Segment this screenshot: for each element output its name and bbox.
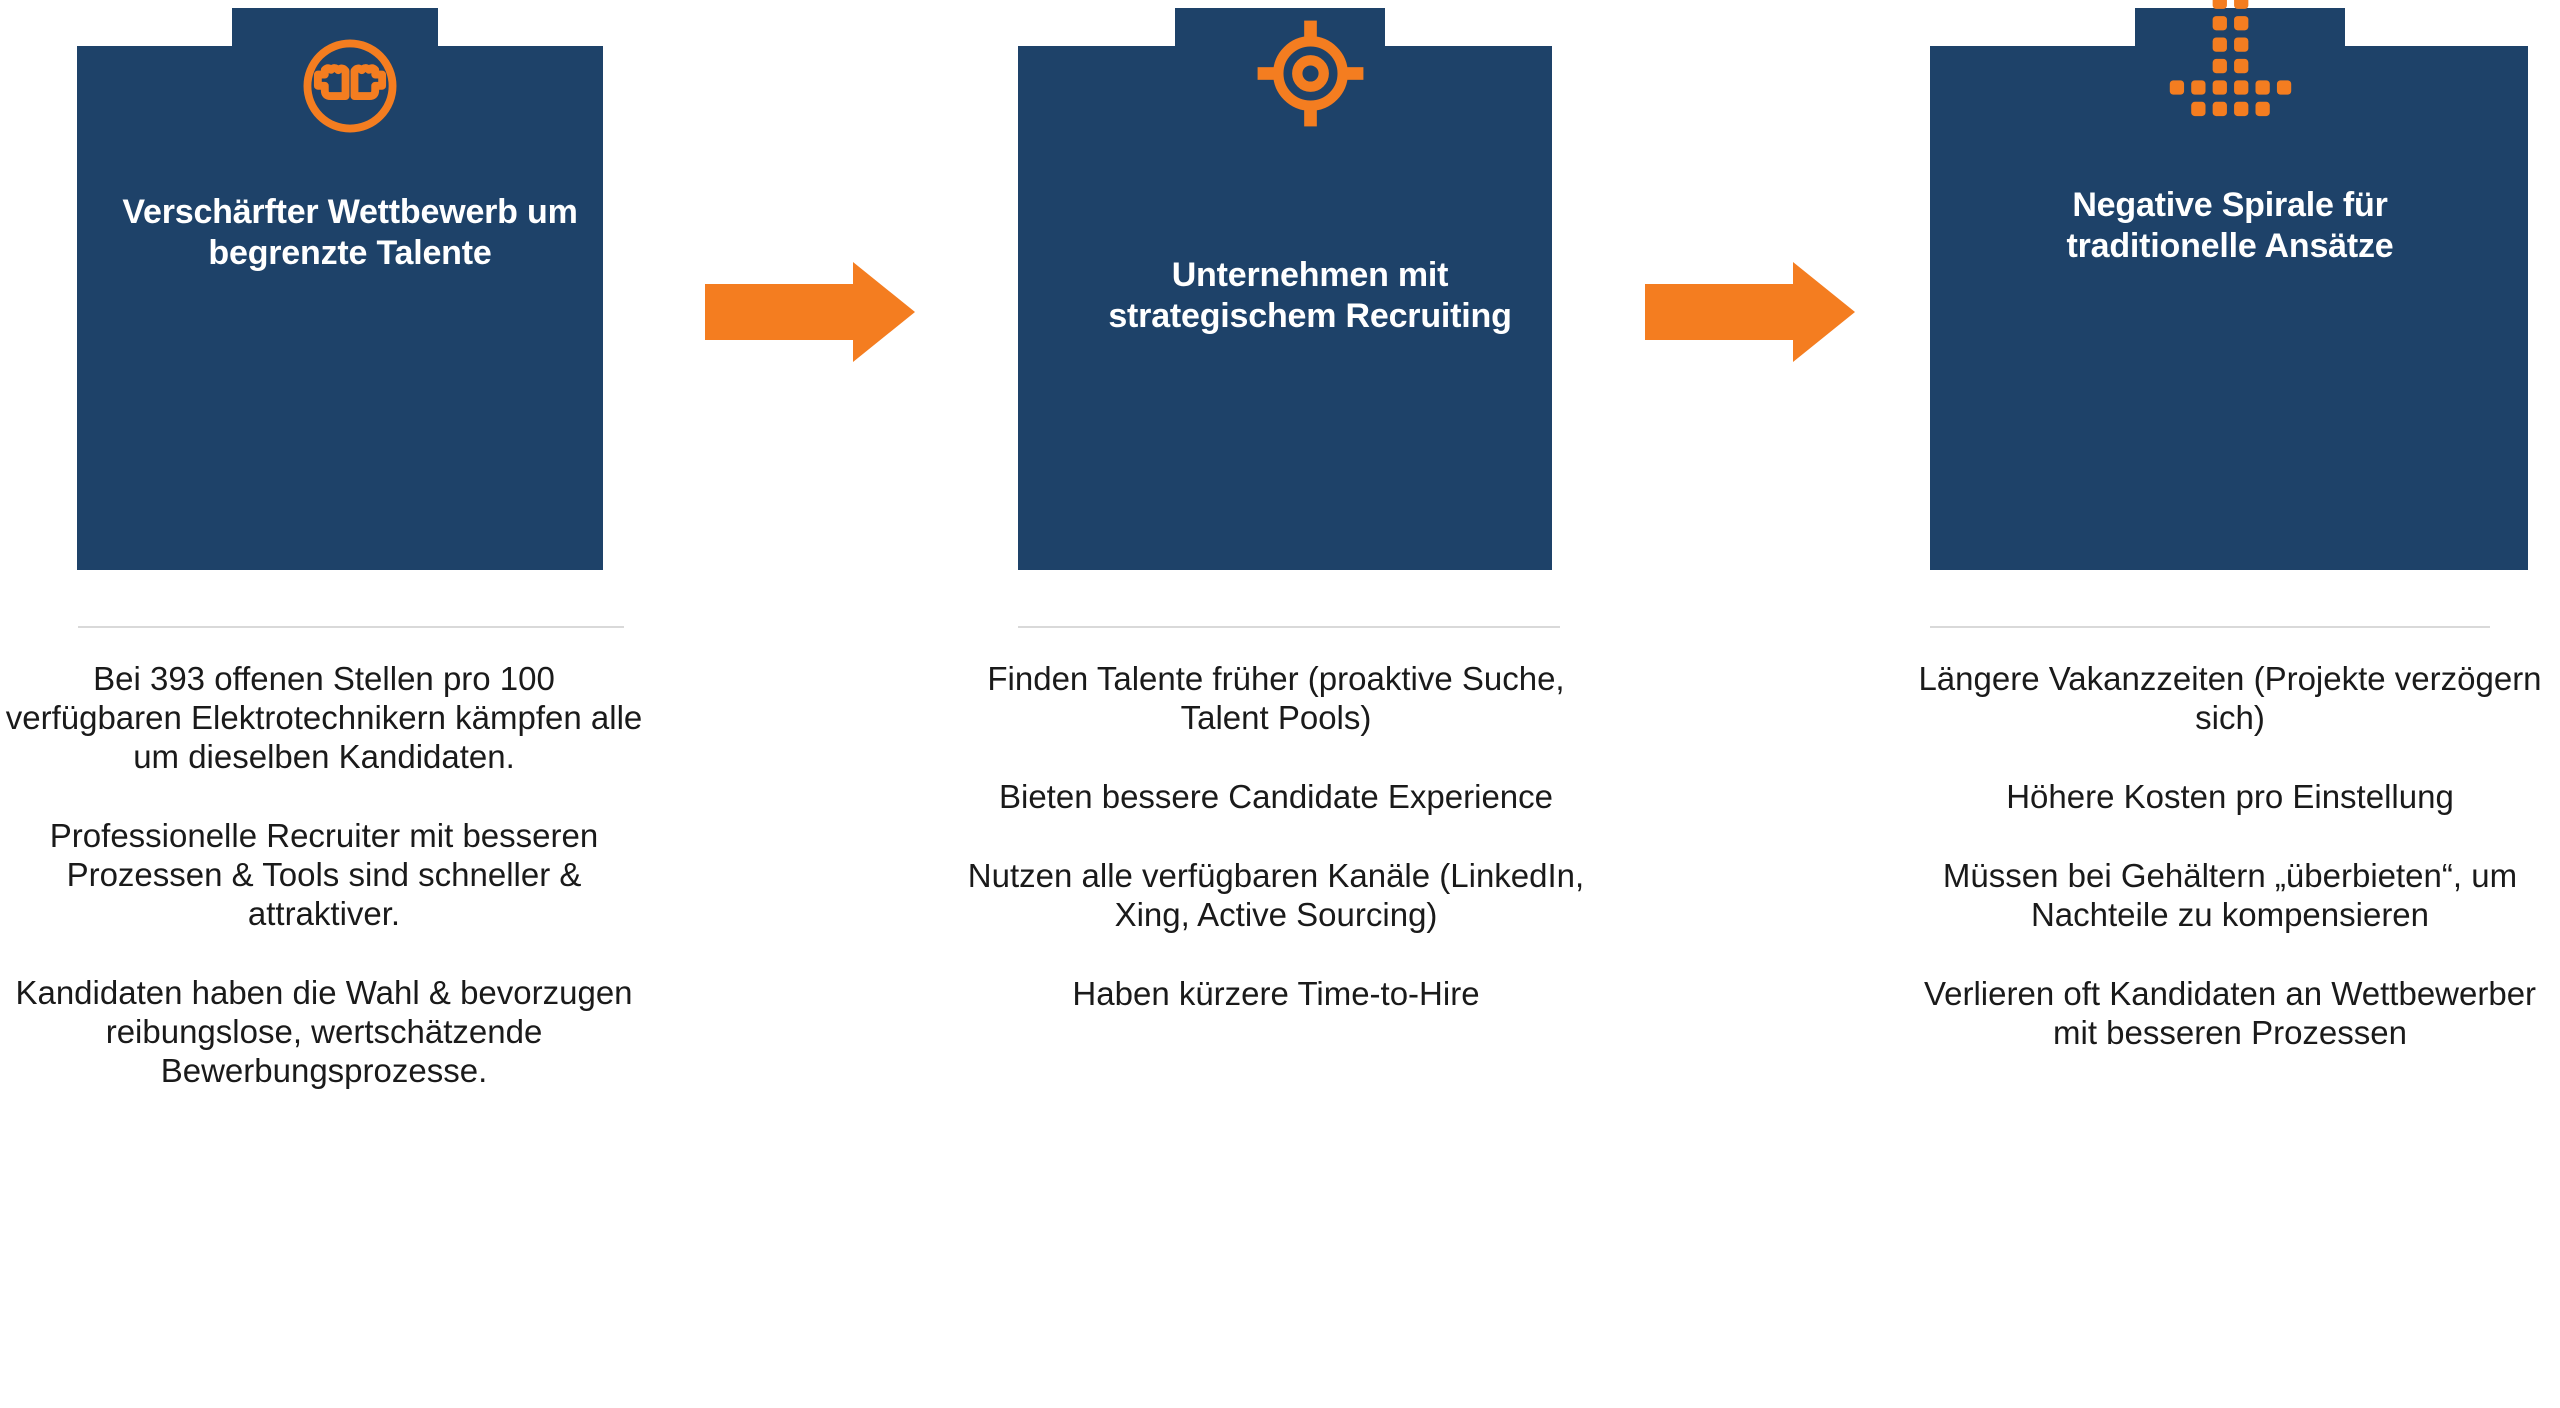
bullet-item: Finden Talente früher (proaktive Suche, …	[987, 660, 1565, 736]
bullet-item: Haben kürzere Time-to-Hire	[1072, 974, 1480, 1012]
stage-heading-3: Negative Spirale für traditionelle Ansät…	[2066, 186, 2394, 265]
bullet-item: Bieten bessere Candidate Experience	[998, 777, 1554, 815]
stage-card-1: Verschärfter Wettbewerb um begrenzte Tal…	[0, 0, 700, 570]
stage-column-3: Negative Spirale für traditionelle Ansät…	[1900, 0, 2560, 1408]
stage-divider-1	[78, 626, 624, 628]
stage-bullets-1: Bei 393 offenen Stellen pro 100 verfügba…	[4, 660, 644, 1090]
stage-column-2: Unternehmen mit strategischem Recruiting…	[960, 0, 1660, 1408]
target-crosshair-icon	[960, 16, 1660, 131]
stage-heading-1: Verschärfter Wettbewerb um begrenzte Tal…	[122, 193, 578, 272]
stage-divider-2	[1018, 626, 1560, 628]
bullet-item: Bei 393 offenen Stellen pro 100 verfügba…	[5, 660, 643, 775]
stage-card-3: Negative Spirale für traditionelle Ansät…	[1900, 0, 2560, 570]
right-arrow-icon	[1645, 262, 1855, 362]
card-tab-1	[232, 8, 438, 48]
stage-column-1: Verschärfter Wettbewerb um begrenzte Tal…	[0, 0, 700, 1408]
bullet-item: Nutzen alle verfügbaren Kanäle (LinkedIn…	[967, 856, 1585, 933]
stage-divider-3	[1930, 626, 2490, 628]
dotted-down-arrow-icon	[1900, 0, 2560, 125]
card-body-3	[1930, 46, 2528, 570]
card-tab-2	[1175, 8, 1385, 48]
bullet-item: Kandidaten haben die Wahl & bevorzugen r…	[15, 973, 633, 1089]
right-arrow-icon	[705, 262, 915, 362]
bullet-item: Müssen bei Gehältern „überbieten“, um Na…	[1942, 856, 2518, 933]
stage-heading-2: Unternehmen mit strategischem Recruiting	[1108, 256, 1512, 335]
stage-bullets-3: Längere Vakanzzeiten (Projekte verzögern…	[1900, 660, 2560, 1053]
stage-bullets-2: Finden Talente früher (proaktive Suche, …	[966, 660, 1586, 1014]
bullet-item: Professionelle Recruiter mit besseren Pr…	[49, 816, 599, 932]
bullet-item: Längere Vakanzzeiten (Projekte verzögern…	[1918, 660, 2542, 736]
fist-bump-competition-icon	[0, 30, 700, 142]
bullet-item: Verlieren oft Kandidaten an Wettbewerber…	[1923, 974, 2537, 1051]
bullet-item: Höhere Kosten pro Einstellung	[2006, 777, 2454, 815]
card-body-2	[1018, 46, 1552, 570]
card-body-1	[77, 46, 603, 570]
stage-card-2: Unternehmen mit strategischem Recruiting	[960, 0, 1660, 570]
